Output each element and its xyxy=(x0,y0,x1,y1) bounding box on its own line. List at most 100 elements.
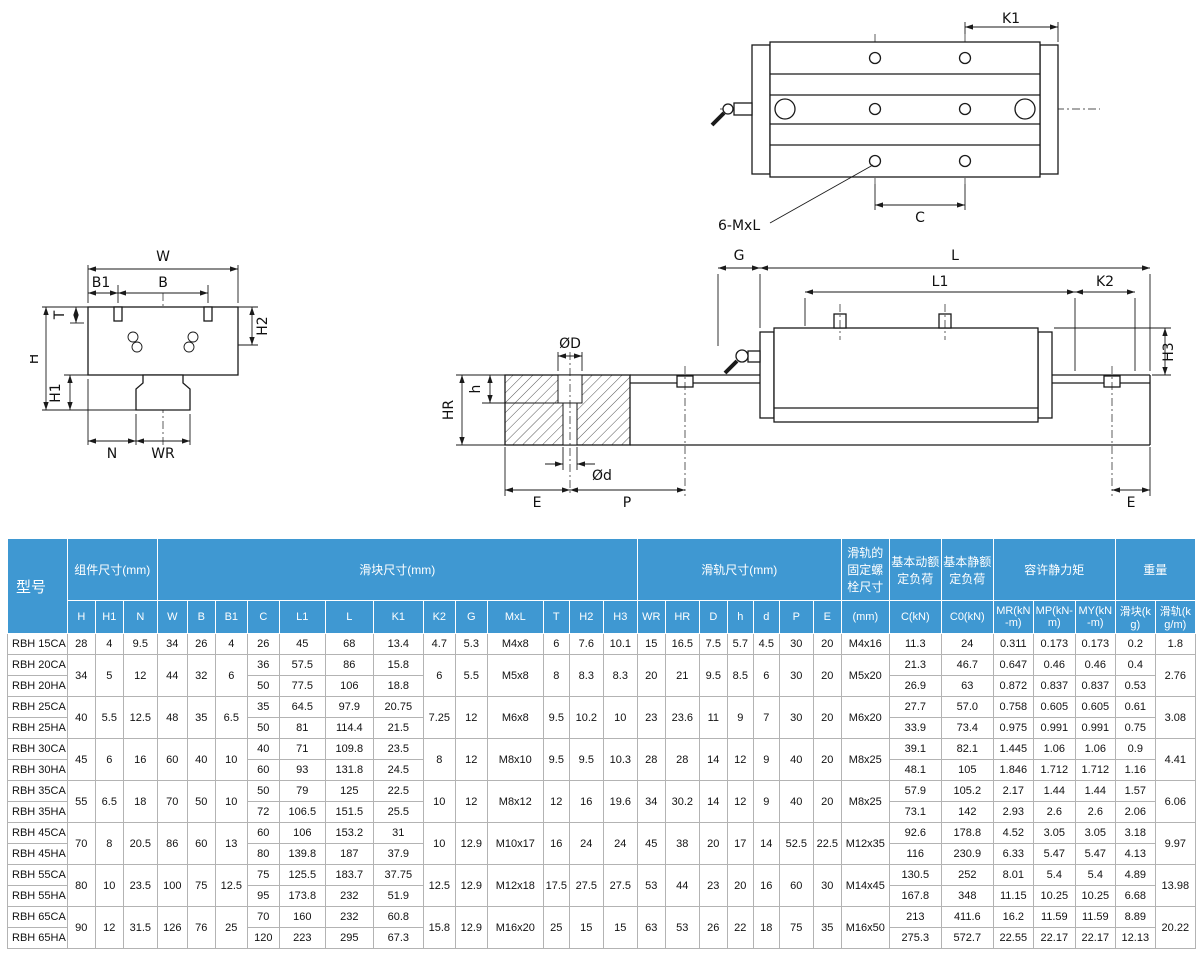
cell-bolt: M6x20 xyxy=(840,696,890,739)
subheader-29: 滑块(kg) xyxy=(1114,600,1156,634)
dim-label-w: W xyxy=(156,249,170,265)
cell-MR: 0.975 xyxy=(992,717,1034,739)
cell-MR: 1.846 xyxy=(992,759,1034,781)
dim-label-h2: H2 xyxy=(255,316,271,335)
cell-B: 32 xyxy=(186,654,216,697)
cell-C: 80 xyxy=(246,843,280,865)
rail-side-view xyxy=(630,374,1151,446)
cell-C0_kN: 411.6 xyxy=(940,906,994,928)
cell-C_kN: 275.3 xyxy=(888,927,942,949)
cell-rail_kg: 6.06 xyxy=(1154,780,1196,823)
cell-P: 52.5 xyxy=(778,822,814,865)
cell-C0_kN: 105 xyxy=(940,759,994,781)
header-model: 型号 xyxy=(7,538,68,634)
cell-K2: 10 xyxy=(422,780,456,823)
cell-MR: 11.15 xyxy=(992,885,1034,907)
cell-N: 31.5 xyxy=(122,906,158,949)
cell-K1: 60.8 xyxy=(372,906,424,928)
cell-K2: 6 xyxy=(422,654,456,697)
model-cell: RBH 65CA xyxy=(7,906,68,928)
cell-H2: 15 xyxy=(568,906,604,949)
dim-label-e-left: E xyxy=(533,495,542,511)
cell-H1: 12 xyxy=(94,906,124,949)
bolt-callout-label: 6-MxL xyxy=(718,218,760,234)
subheader-22: E xyxy=(812,600,842,634)
cell-MY: 1.44 xyxy=(1074,780,1116,802)
cell-D: 26 xyxy=(698,906,728,949)
cell-K1: 20.75 xyxy=(372,696,424,718)
cell-C_kN: 21.3 xyxy=(888,654,942,676)
cell-L: 109.8 xyxy=(324,738,374,760)
cell-T: 12 xyxy=(542,780,570,823)
cell-H1: 8 xyxy=(94,822,124,865)
cell-L1: 106.5 xyxy=(278,801,326,823)
cell-K1: 23.5 xyxy=(372,738,424,760)
cell-MP: 1.44 xyxy=(1032,780,1076,802)
cell-G: 12 xyxy=(454,696,488,739)
dim-label-od-small: Ød xyxy=(592,468,612,484)
top-view-container: K1 C 6-MxL xyxy=(690,11,1130,245)
model-cell: RBH 15CA xyxy=(7,633,68,655)
cell-K1: 15.8 xyxy=(372,654,424,676)
header-static-moment: 容许静力矩 xyxy=(992,538,1116,601)
dim-label-h-depth: h xyxy=(468,385,484,394)
cell-MxL: M10x17 xyxy=(486,822,544,865)
cell-MY: 0.605 xyxy=(1074,696,1116,718)
cell-B1: 10 xyxy=(214,738,248,781)
cell-L1: 139.8 xyxy=(278,843,326,865)
cell-MP: 1.06 xyxy=(1032,738,1076,760)
cell-HR: 16.5 xyxy=(664,633,700,655)
cell-T: 16 xyxy=(542,822,570,865)
cell-T: 25 xyxy=(542,906,570,949)
cell-d: 6 xyxy=(752,654,780,697)
dim-label-h3: H3 xyxy=(1161,342,1177,361)
cell-E: 20 xyxy=(812,738,842,781)
cell-H3: 8.3 xyxy=(602,654,638,697)
cell-K1: 13.4 xyxy=(372,633,424,655)
top-view-dimensions: K1 C 6-MxL xyxy=(718,11,1059,234)
dim-label-l1: L1 xyxy=(932,274,949,290)
cell-WR: 15 xyxy=(636,633,666,655)
cell-MY: 0.837 xyxy=(1074,675,1116,697)
cell-G: 12.9 xyxy=(454,906,488,949)
dim-label-b: B xyxy=(158,275,168,291)
cell-H3: 24 xyxy=(602,822,638,865)
cell-d: 18 xyxy=(752,906,780,949)
cell-C0_kN: 57.0 xyxy=(940,696,994,718)
grease-nipple-icon xyxy=(723,349,761,375)
cell-K1: 31 xyxy=(372,822,424,844)
cell-d: 7 xyxy=(752,696,780,739)
cell-B1: 25 xyxy=(214,906,248,949)
cell-bolt: M8x25 xyxy=(840,738,890,781)
cell-L1: 57.5 xyxy=(278,654,326,676)
cell-G: 12 xyxy=(454,780,488,823)
subheader-18: D xyxy=(698,600,728,634)
cell-L: 86 xyxy=(324,654,374,676)
cell-W: 60 xyxy=(156,738,188,781)
cell-C0_kN: 105.2 xyxy=(940,780,994,802)
cell-MP: 0.46 xyxy=(1032,654,1076,676)
dim-label-g: G xyxy=(734,248,745,264)
cell-MP: 0.173 xyxy=(1032,633,1076,655)
cell-WR: 23 xyxy=(636,696,666,739)
dim-label-od: ØD xyxy=(559,336,581,352)
cell-C0_kN: 230.9 xyxy=(940,843,994,865)
cell-block_kg: 3.18 xyxy=(1114,822,1156,844)
cell-H1: 5 xyxy=(94,654,124,697)
cell-B: 60 xyxy=(186,822,216,865)
cell-HR: 21 xyxy=(664,654,700,697)
dim-label-h: H xyxy=(30,354,42,365)
cell-rail_kg: 2.76 xyxy=(1154,654,1196,697)
cell-L: 151.5 xyxy=(324,801,374,823)
cell-MR: 2.17 xyxy=(992,780,1034,802)
cell-D: 14 xyxy=(698,738,728,781)
cell-block_kg: 4.13 xyxy=(1114,843,1156,865)
subheader-0: H xyxy=(66,600,96,634)
cell-MP: 1.712 xyxy=(1032,759,1076,781)
cell-B: 50 xyxy=(186,780,216,823)
cell-L: 232 xyxy=(324,906,374,928)
cell-C: 95 xyxy=(246,885,280,907)
cell-L: 68 xyxy=(324,633,374,655)
cell-H2: 10.2 xyxy=(568,696,604,739)
